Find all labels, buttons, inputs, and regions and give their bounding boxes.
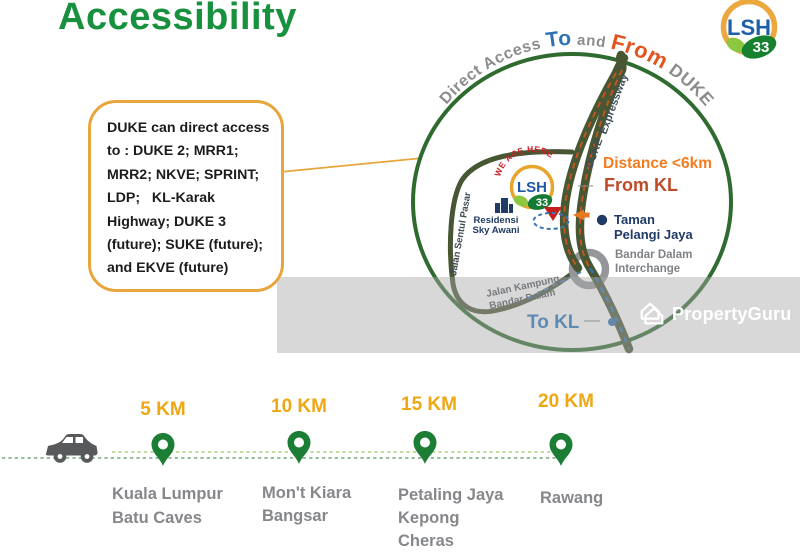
propertyguru-logo-icon — [640, 302, 664, 325]
interchange-label-1: Bandar Dalam — [615, 249, 692, 261]
mini-lsh-num: 33 — [536, 197, 548, 209]
map-pin-icon — [287, 431, 311, 464]
map-pin-icon — [549, 433, 573, 466]
taman-dot-icon — [596, 214, 608, 226]
page-title: Accessibility — [58, 0, 297, 38]
propertyguru-watermark: PropertyGuru — [638, 299, 791, 329]
taman-label-2: Pelangi Jaya — [614, 227, 694, 242]
place-label: Cheras — [398, 532, 454, 550]
watermark-text: PropertyGuru — [672, 303, 792, 324]
place-label: Rawang — [540, 489, 603, 507]
road-duke-south-dashes — [588, 267, 631, 350]
km-label: 15 KM — [401, 394, 457, 415]
arc-and: and — [572, 32, 612, 53]
residensi-label-2: Sky Awani — [473, 225, 520, 236]
road-duke-right-dashes — [578, 69, 623, 269]
lsh33-brand-logo: LSH 33 — [720, 0, 778, 59]
brand-num-text: 33 — [753, 39, 770, 56]
arc-to: To — [544, 27, 572, 52]
brand-leaf-light-icon — [726, 37, 746, 53]
brand-lsh-text: LSH — [727, 15, 771, 40]
place-label: Kepong — [398, 509, 459, 527]
road-jalan-sentul-pasar — [447, 149, 581, 315]
place-label: Mon't Kiara — [262, 484, 352, 502]
place-label: Petaling Jaya — [398, 486, 504, 504]
mini-leaf-light-icon — [513, 195, 529, 207]
km-label: 20 KM — [538, 391, 594, 412]
to-kl-label: To KL — [527, 312, 580, 333]
brand-leaf-dark-icon — [741, 35, 777, 59]
road-south-dot — [608, 318, 616, 326]
orange-arrow-icon — [573, 209, 584, 221]
taman-label-1: Taman — [614, 212, 655, 227]
callout-box: DUKE can direct access to : DUKE 2; MRR1… — [88, 100, 284, 292]
site-dashed-ellipse — [532, 212, 570, 230]
distance-label: Distance <6km — [603, 155, 712, 172]
car-icon — [45, 434, 98, 463]
from-kl-label: From KL — [604, 175, 678, 195]
callout-text: DUKE can direct access to : DUKE 2; MRR1… — [107, 120, 270, 277]
road-duke-left — [559, 53, 629, 273]
place-label: Bangsar — [262, 507, 329, 525]
map-circle — [411, 52, 733, 352]
building-icon — [495, 198, 513, 213]
map-pin-icon — [413, 431, 437, 464]
km-label: 10 KM — [271, 396, 327, 417]
road-duke-left-dashes — [563, 72, 617, 269]
residensi-label-1: Residensi — [474, 215, 519, 226]
km-label: 5 KM — [140, 399, 185, 420]
road-link-dashed — [527, 270, 584, 299]
mini-leaf-dark-icon — [527, 194, 553, 210]
mini-lsh-text: LSH — [517, 179, 547, 196]
orange-arrow-tail — [584, 212, 590, 218]
place-label: Batu Caves — [112, 509, 202, 527]
place-label: Kuala Lumpur — [112, 485, 224, 503]
watermark-band — [277, 277, 800, 353]
from-kl-dash: — — [578, 177, 593, 194]
interchange-ring-icon — [568, 248, 610, 290]
map-pin-icon — [151, 433, 175, 466]
interchange-label-2: Interchange — [615, 263, 680, 275]
distance-timeline: 5 KM 10 KM 15 KM 20 KM Kuala Lumpur Batu… — [2, 391, 603, 550]
to-kl-dash: — — [584, 312, 600, 329]
